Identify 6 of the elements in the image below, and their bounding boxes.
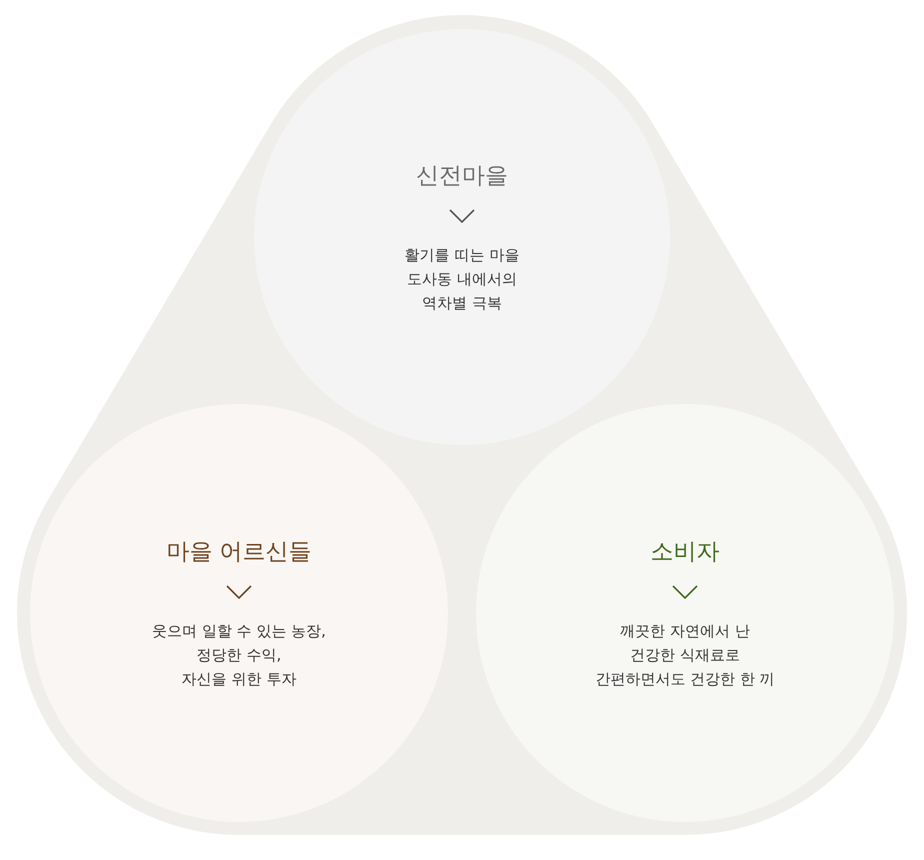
circle-title: 마을 어르신들 bbox=[166, 538, 312, 566]
circle-description: 웃으며 일할 수 있는 농장, 정당한 수익, 자신을 위한 투자 bbox=[152, 620, 326, 690]
circle-description: 활기를 띠는 마을 도사동 내에서의 역차별 극복 bbox=[404, 244, 520, 314]
circle-description: 깨끗한 자연에서 난 건강한 식재료로 간편하면서도 건강한 한 끼 bbox=[595, 620, 775, 690]
circle-title: 신전마을 bbox=[416, 162, 508, 190]
circle-title: 소비자 bbox=[650, 538, 720, 566]
